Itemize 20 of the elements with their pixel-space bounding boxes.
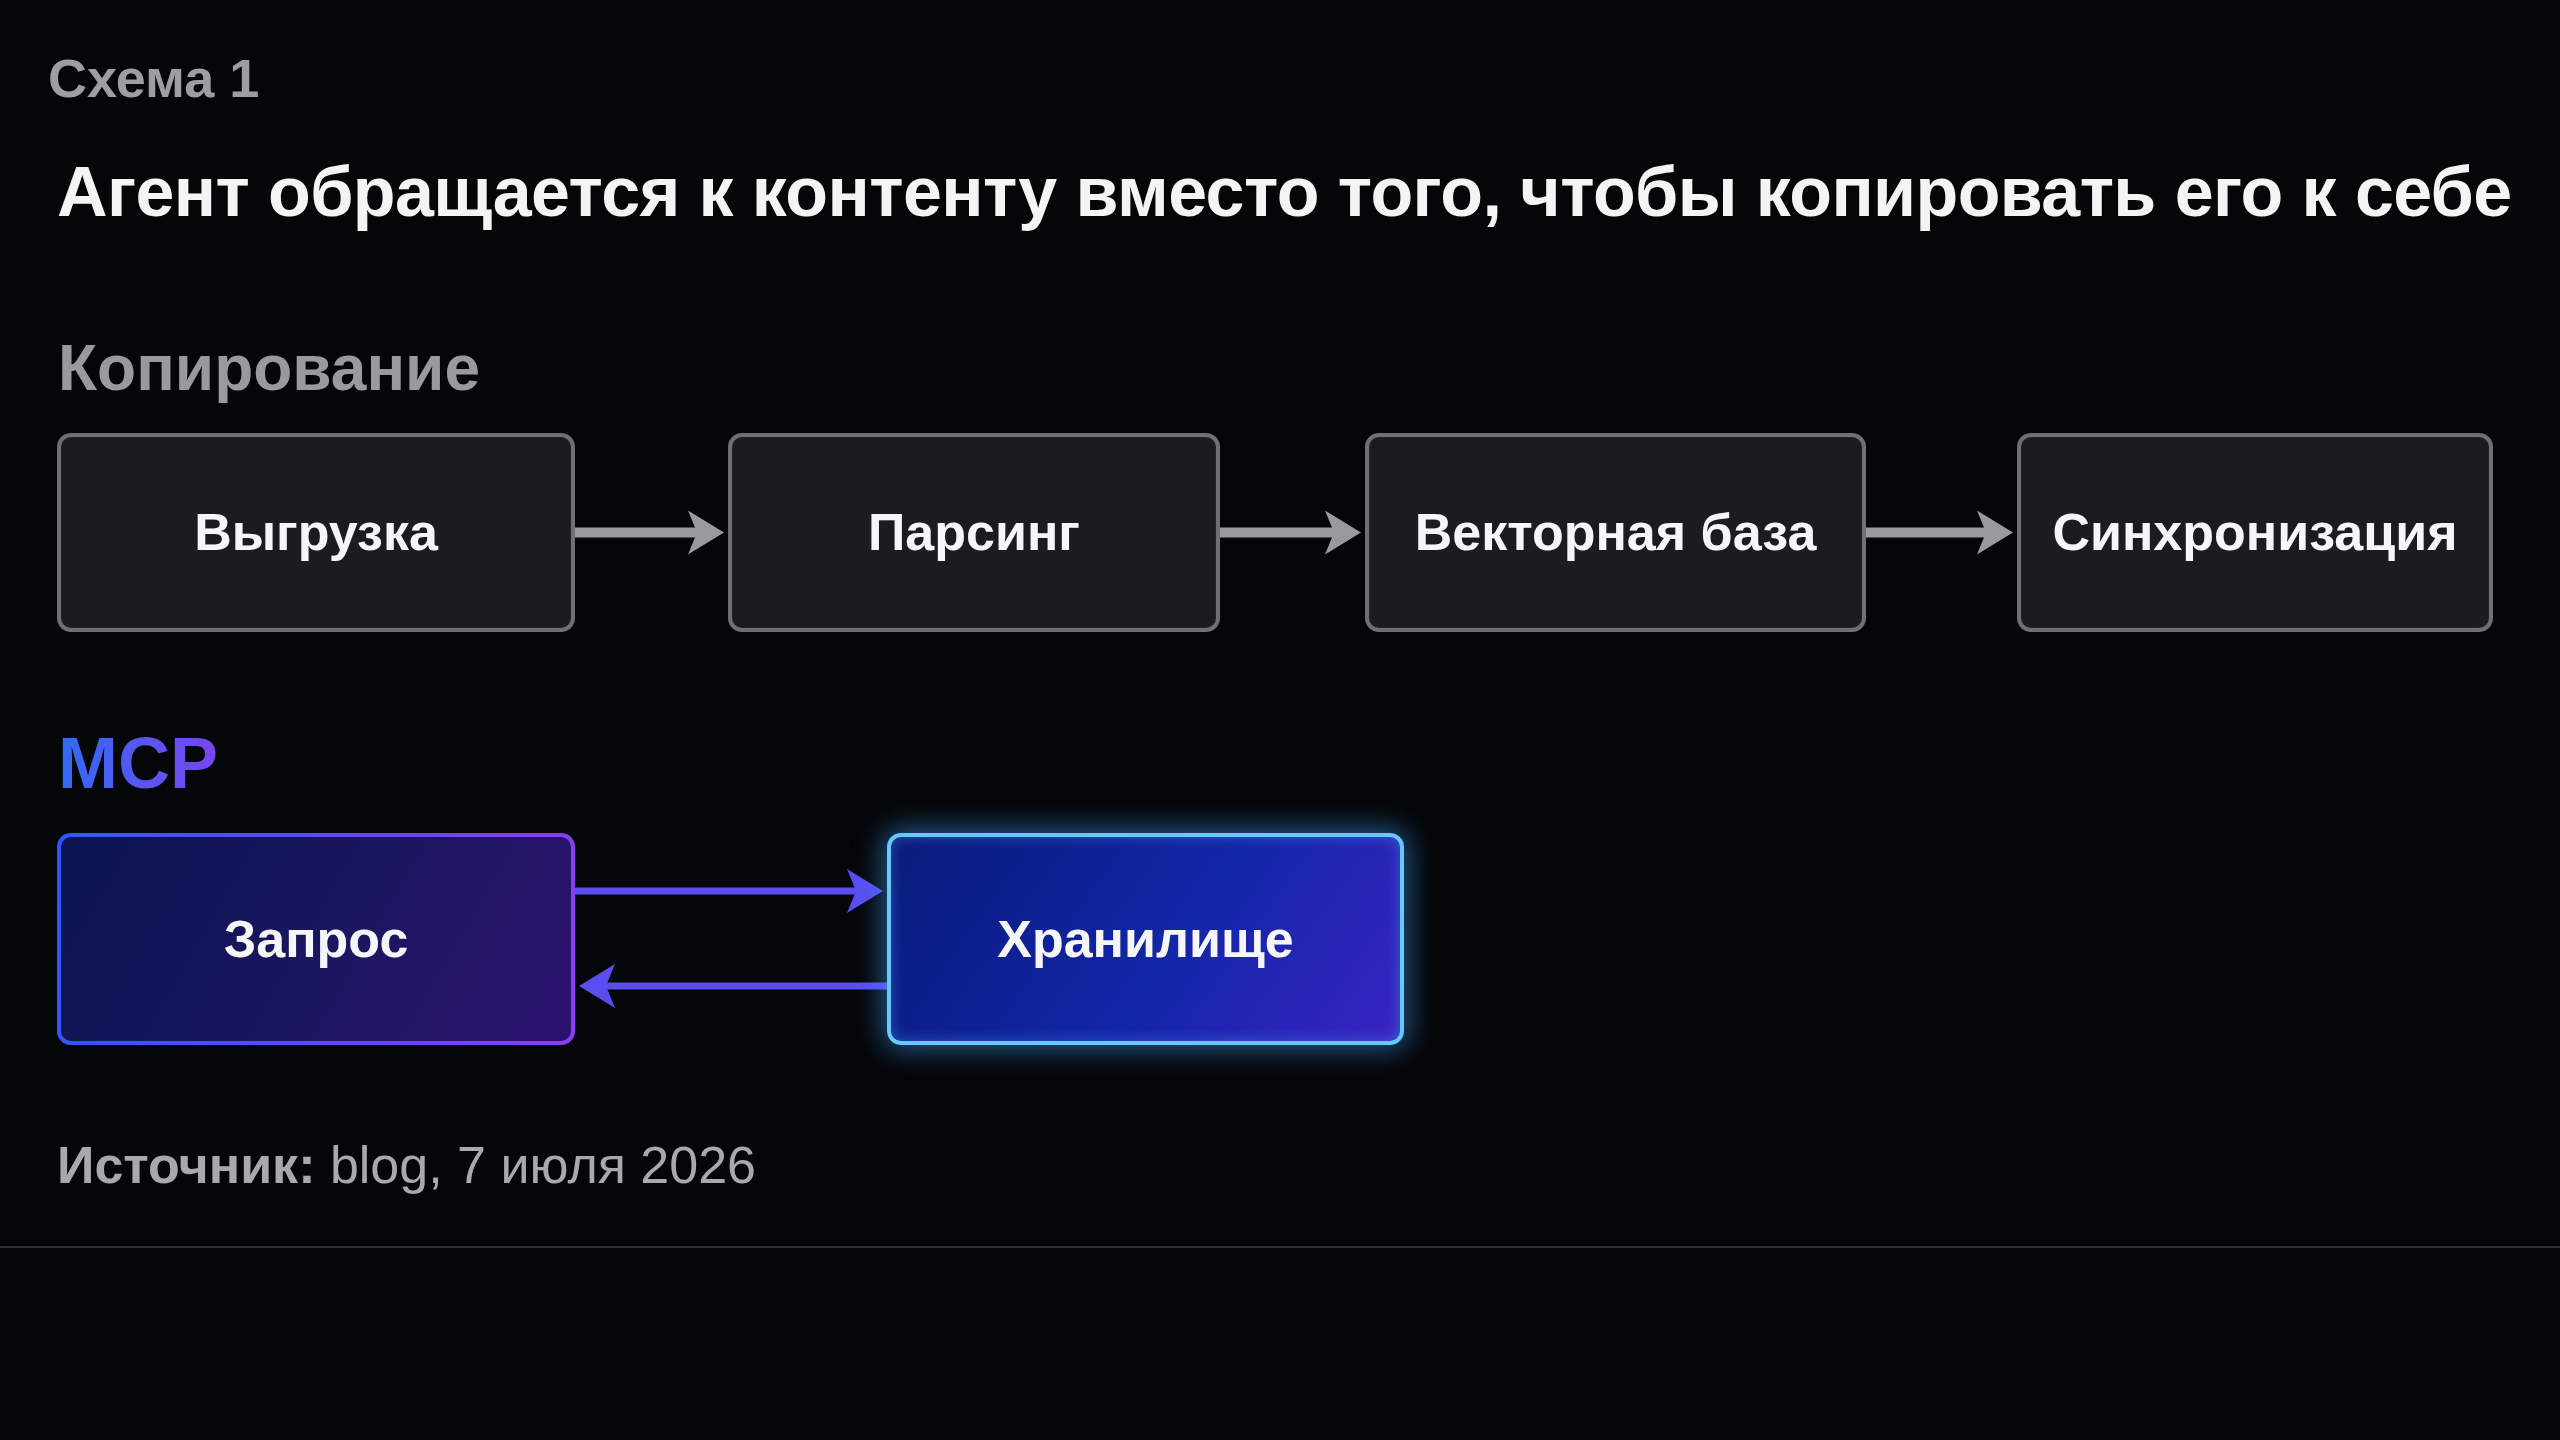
source-note: Источник: blog, 7 июля 2026 xyxy=(57,1135,756,1196)
process-box xyxy=(57,433,575,632)
arrow xyxy=(575,510,724,555)
arrow xyxy=(1866,510,2013,555)
figure-number: Схема 1 xyxy=(48,47,260,110)
node-label: Синхронизация xyxy=(2051,502,2459,564)
title: Агент обращается к контенту вместо того, чтобы копировать его к себе xyxy=(57,152,2512,233)
node-label: Парсинг xyxy=(867,502,1081,564)
process-box xyxy=(887,833,1404,1045)
arrow xyxy=(579,964,887,1008)
arrow xyxy=(1220,510,1361,555)
section-heading: Копирование xyxy=(58,331,481,406)
node-label: Хранилище xyxy=(996,908,1295,970)
process-box xyxy=(728,433,1220,632)
process-box xyxy=(2017,433,2493,632)
node-label: Векторная база xyxy=(1413,502,1818,564)
node-label: Запрос xyxy=(222,908,410,970)
arrow xyxy=(575,869,883,913)
process-box xyxy=(1365,433,1866,632)
node-label: Выгрузка xyxy=(193,502,440,564)
